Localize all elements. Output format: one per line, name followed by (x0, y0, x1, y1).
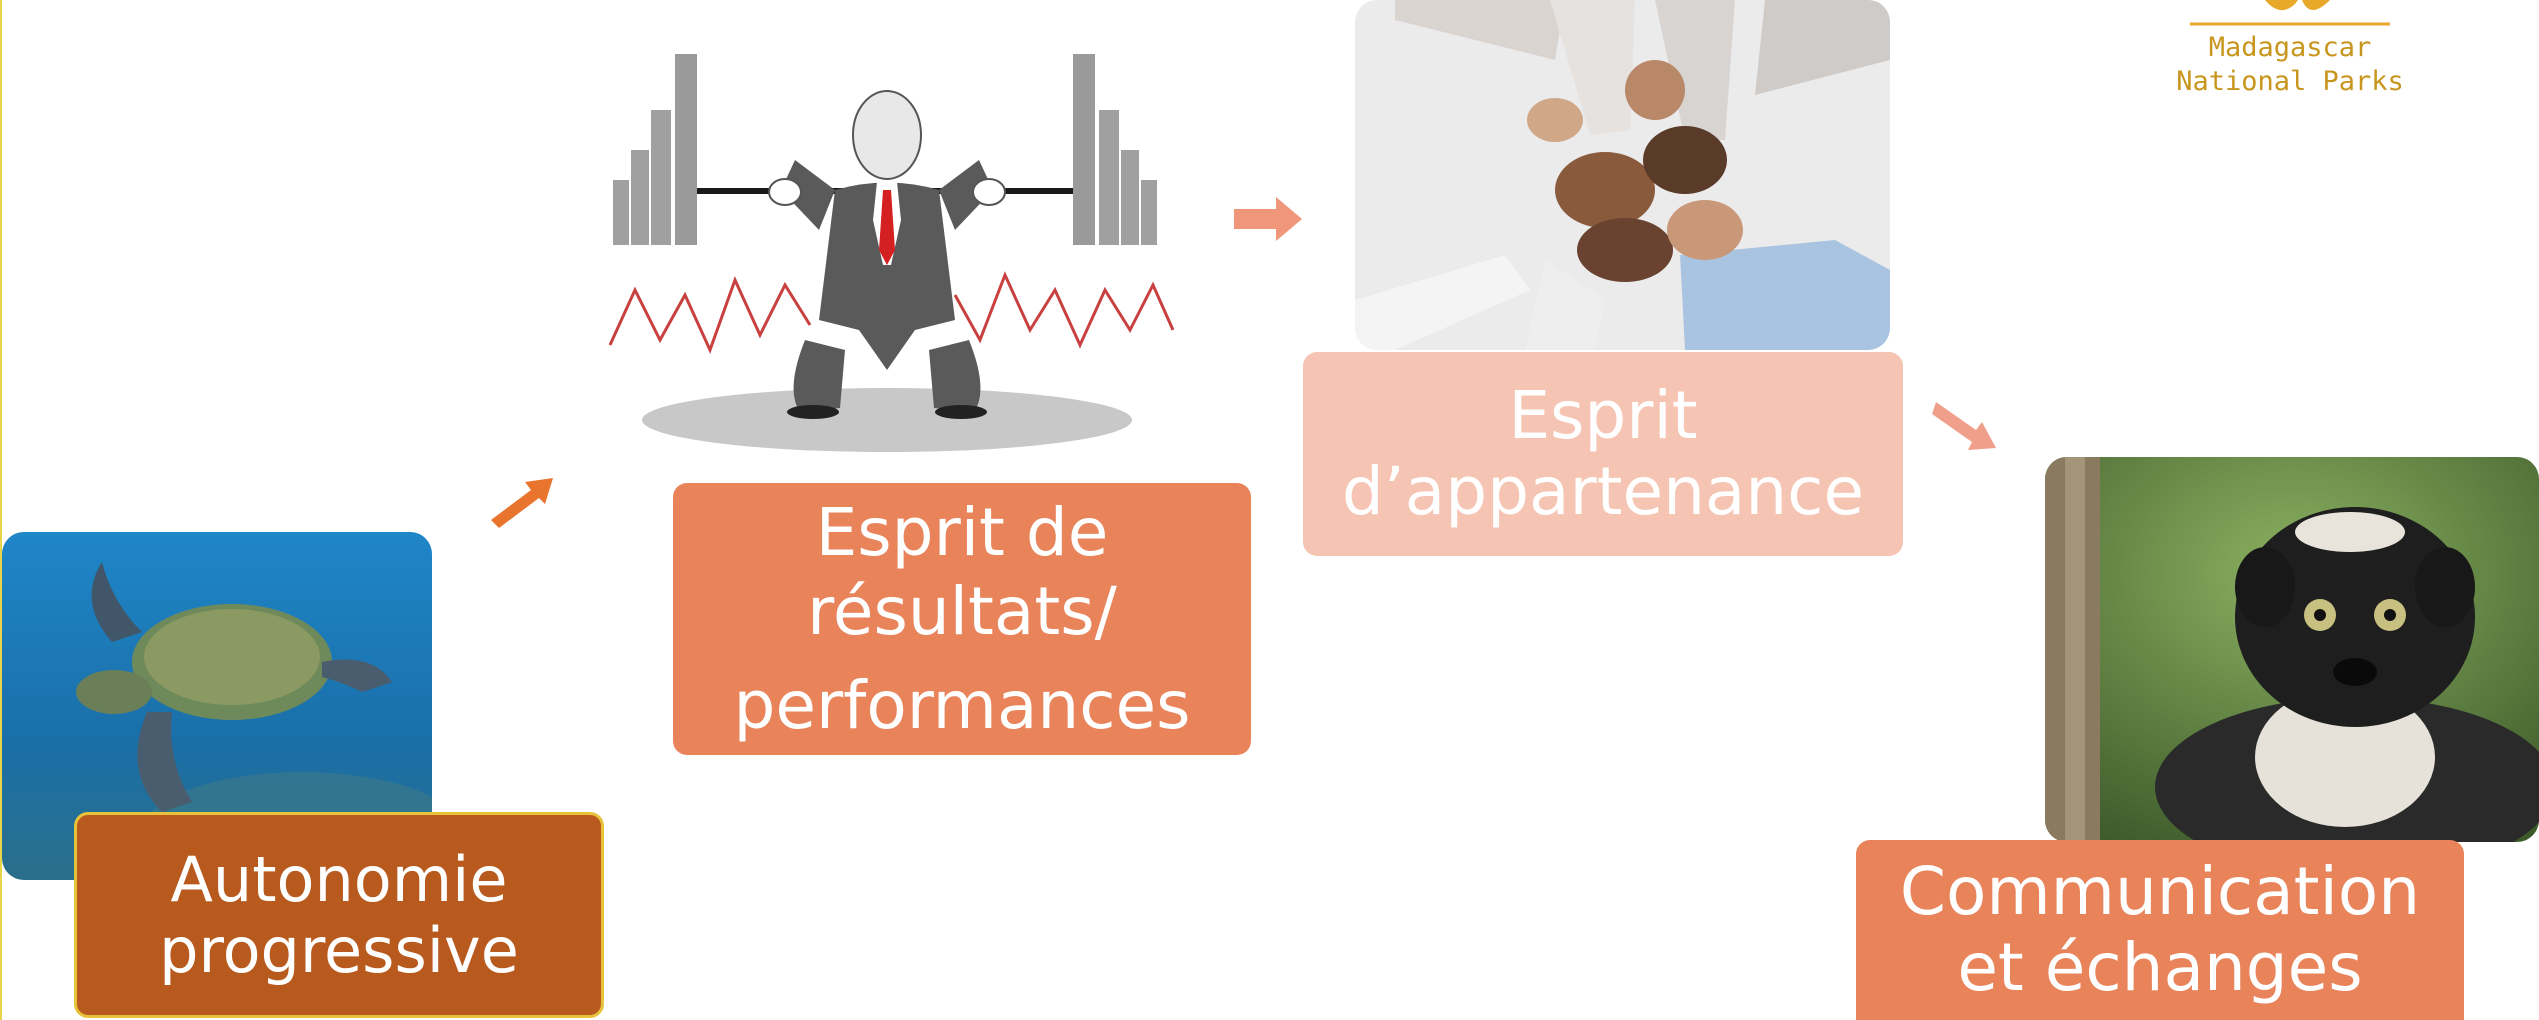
step-label-line: Communication (1899, 853, 2421, 931)
step-label-line: et échanges (1957, 929, 2363, 1006)
logo-emblem-icon (2190, 0, 2390, 26)
arrow-down-right-icon (1932, 402, 1996, 450)
step-label-line: performances (733, 666, 1191, 744)
slide-left-rule (0, 0, 2, 1020)
step-label-line: Autonomie (170, 842, 508, 916)
indri-lemur-photo (2045, 457, 2539, 842)
step-label-line: Esprit (1508, 377, 1698, 455)
step-box-appartenance: Esprit d’appartenance (1303, 352, 1903, 556)
step-label-line: résultats/ (807, 573, 1117, 651)
step-label-line: Esprit de (815, 494, 1109, 572)
step-label-line: progressive (159, 914, 519, 987)
joined-hands-photo (1355, 0, 1890, 350)
step-label-line: d’appartenance (1341, 453, 1865, 530)
arrow-up-right-icon (491, 478, 553, 528)
step-box-resultats: Esprit de résultats/ performances (673, 483, 1251, 755)
madagascar-national-parks-logo: Madagascar National Parks (2170, 0, 2410, 110)
arrow-right-icon (1234, 197, 1302, 241)
step-box-autonomie: Autonomie progressive (74, 812, 604, 1018)
logo-line-1: Madagascar (2208, 32, 2372, 63)
logo-line-2: National Parks (2176, 66, 2404, 97)
weightlifter-illustration (605, 40, 1185, 460)
step-box-communication: Communication et échanges (1856, 840, 2464, 1020)
